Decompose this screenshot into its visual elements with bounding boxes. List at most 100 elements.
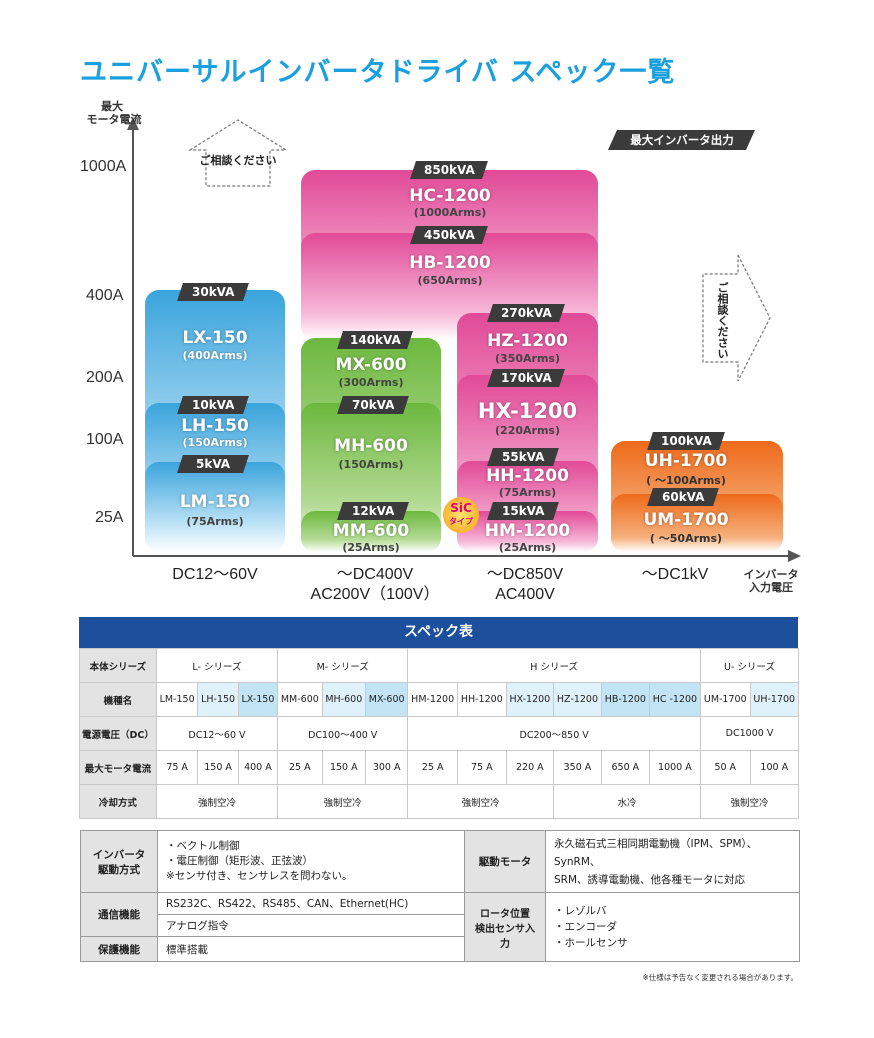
- row-label-series: 本体シリーズ: [79, 648, 157, 683]
- lm-150-box: [145, 462, 285, 552]
- lm-150-model: LM-150: [179, 492, 251, 512]
- cooling-h-air: 強制空冷: [407, 784, 555, 819]
- sic-badge: SiC タイプ: [443, 497, 479, 533]
- x-axis-label: インバータ 入力電圧: [743, 568, 799, 594]
- protect-label: 保護機能: [80, 936, 158, 962]
- series-row: 本体シリーズ L- シリーズ M- シリーズ H シリーズ U- シリーズ: [79, 648, 799, 683]
- mx-600-model: MX-600: [335, 355, 407, 375]
- model-cell: HZ-1200: [553, 682, 602, 717]
- y-tick-100: 100A: [86, 431, 124, 448]
- cooling-row: 冷却方式 強制空冷 強制空冷 強制空冷 水冷 強制空冷: [79, 784, 799, 819]
- hz-1200-arms: (350Arms): [495, 352, 560, 365]
- current-cell: 1000 A: [648, 750, 702, 785]
- model-cell: MH-600: [321, 682, 367, 717]
- mm-600-arms: (25Arms): [342, 541, 400, 554]
- hb-1200-model: HB-1200: [409, 253, 491, 273]
- motor-value: 永久磁石式三相同期電動機（IPM、SPM）、SynRM、 SRM、誘導電動機、他…: [545, 830, 800, 893]
- row-label-model: 機種名: [79, 682, 157, 717]
- model-cell: HM-1200: [407, 682, 458, 717]
- cooling-m: 強制空冷: [277, 784, 409, 819]
- model-cell: MX-600: [365, 682, 409, 717]
- current-cell: 300 A: [365, 750, 409, 785]
- x-tick-dc850: ～DC850V AC400V: [486, 566, 564, 603]
- y-axis-label: 最大: [101, 100, 123, 113]
- current-cell: 220 A: [505, 750, 555, 785]
- series-l: L- シリーズ: [155, 648, 279, 683]
- comm-value-1: RS232C、RS422、RS485、CAN、Ethernet(HC): [157, 892, 465, 915]
- series-u: U- シリーズ: [700, 648, 799, 683]
- cooling-l: 強制空冷: [155, 784, 279, 819]
- model-cell: LX-150: [237, 682, 279, 717]
- mh-600-model: MH-600: [334, 436, 408, 456]
- x-tick-dc400: ～DC400V AC200V（100V）: [310, 566, 440, 603]
- model-cell: HB-1200: [600, 682, 650, 717]
- hc-1200-model: HC-1200: [409, 186, 491, 206]
- lh-150-arms: (150Arms): [182, 436, 248, 449]
- model-row: 機種名 LM-150 LH-150 LX-150 MM-600 MH-600 M…: [79, 682, 799, 717]
- current-cell: 75 A: [155, 750, 199, 785]
- x-tick-dc12: DC12～60V: [172, 566, 258, 583]
- features-table: インバータ 駆動方式 ・ベクトル制御 ・電圧制御（矩形波、正弦波） ※センサ付き…: [80, 830, 800, 962]
- mm-600-kva: 12kVA: [337, 502, 409, 520]
- sensor-label: ロータ位置 検出センサ入力: [464, 892, 546, 962]
- chart-axes: [127, 117, 801, 562]
- hh-1200-arms: (75Arms): [498, 486, 557, 499]
- cooling-u: 強制空冷: [700, 784, 799, 819]
- voltage-u: DC1000 V: [700, 716, 799, 751]
- drive-method-value: ・ベクトル制御 ・電圧制御（矩形波、正弦波） ※センサ付き、センサレスを問わない…: [157, 830, 465, 893]
- model-cell: UH-1700: [749, 682, 799, 717]
- current-cell: 25 A: [407, 750, 458, 785]
- comm-label: 通信機能: [80, 892, 158, 937]
- current-cell: 150 A: [321, 750, 367, 785]
- model-cell: HX-1200: [505, 682, 555, 717]
- voltage-row: 電源電圧（DC） DC12～60 V DC100～400 V DC200～850…: [79, 716, 799, 751]
- consult-right-label: ご相談ください: [716, 282, 729, 359]
- hh-1200-model: HH-1200: [486, 466, 569, 486]
- cooling-h-water: 水冷: [553, 784, 701, 819]
- row-label-current: 最大モータ電流: [79, 750, 157, 785]
- uh-1700-model: UH-1700: [644, 451, 728, 471]
- hc-1200-kva: 850kVA: [410, 161, 488, 179]
- hb-1200-arms: (650Arms): [417, 274, 483, 287]
- current-cell: 50 A: [700, 750, 751, 785]
- y-axis-label-2: モータ電流: [86, 113, 142, 126]
- um-1700-kva: 60kVA: [647, 488, 719, 506]
- um-1700-arms: ( ～50Arms): [649, 532, 723, 545]
- hb-1200-kva: 450kVA: [410, 226, 488, 244]
- lm-150-arms: (75Arms): [186, 515, 244, 528]
- mx-600-arms: (300Arms): [338, 376, 404, 389]
- hh-1200-kva: 55kVA: [487, 448, 559, 466]
- spec-table: 本体シリーズ L- シリーズ M- シリーズ H シリーズ U- シリーズ 機種…: [79, 648, 799, 819]
- lh-150-kva: 10kVA: [177, 396, 249, 414]
- current-cell: 350 A: [553, 750, 602, 785]
- sensor-value: ・レゾルバ ・エンコーダ ・ホールセンサ: [545, 892, 800, 962]
- row-label-voltage: 電源電圧（DC）: [79, 716, 157, 751]
- mh-600-arms: (150Arms): [338, 458, 404, 471]
- consult-top-label: ご相談ください: [199, 154, 277, 167]
- model-cell: LM-150: [155, 682, 199, 717]
- page-title: ユニバーサルインバータドライバ スペック一覧: [80, 57, 676, 88]
- hm-1200-kva: 15kVA: [487, 502, 559, 520]
- x-tick-dc1k: ～DC1kV: [641, 566, 709, 583]
- y-tick-25: 25A: [95, 509, 124, 526]
- hz-1200-kva: 270kVA: [487, 304, 565, 322]
- lx-150-arms: (400Arms): [182, 349, 248, 362]
- hz-1200-model: HZ-1200: [487, 331, 568, 351]
- current-row: 最大モータ電流 75 A 150 A 400 A 25 A 150 A 300 …: [79, 750, 799, 785]
- current-cell: 150 A: [197, 750, 239, 785]
- spec-table-title: スペック表: [79, 617, 798, 648]
- model-cell: HC -1200: [648, 682, 702, 717]
- current-cell: 100 A: [749, 750, 799, 785]
- hx-1200-kva: 170kVA: [487, 369, 565, 387]
- lh-150-model: LH-150: [181, 416, 249, 436]
- current-cell: 25 A: [277, 750, 323, 785]
- mm-600-model: MM-600: [332, 521, 410, 541]
- mx-600-kva: 140kVA: [337, 331, 413, 349]
- current-cell: 400 A: [237, 750, 279, 785]
- series-h: H シリーズ: [407, 648, 701, 683]
- voltage-m: DC100～400 V: [277, 716, 409, 751]
- lx-150-kva: 30kVA: [177, 283, 249, 301]
- y-tick-1000: 1000A: [80, 158, 127, 175]
- footnote: ※仕様は予告なく変更される場合があります。: [642, 973, 798, 982]
- drive-method-label: インバータ 駆動方式: [80, 830, 158, 893]
